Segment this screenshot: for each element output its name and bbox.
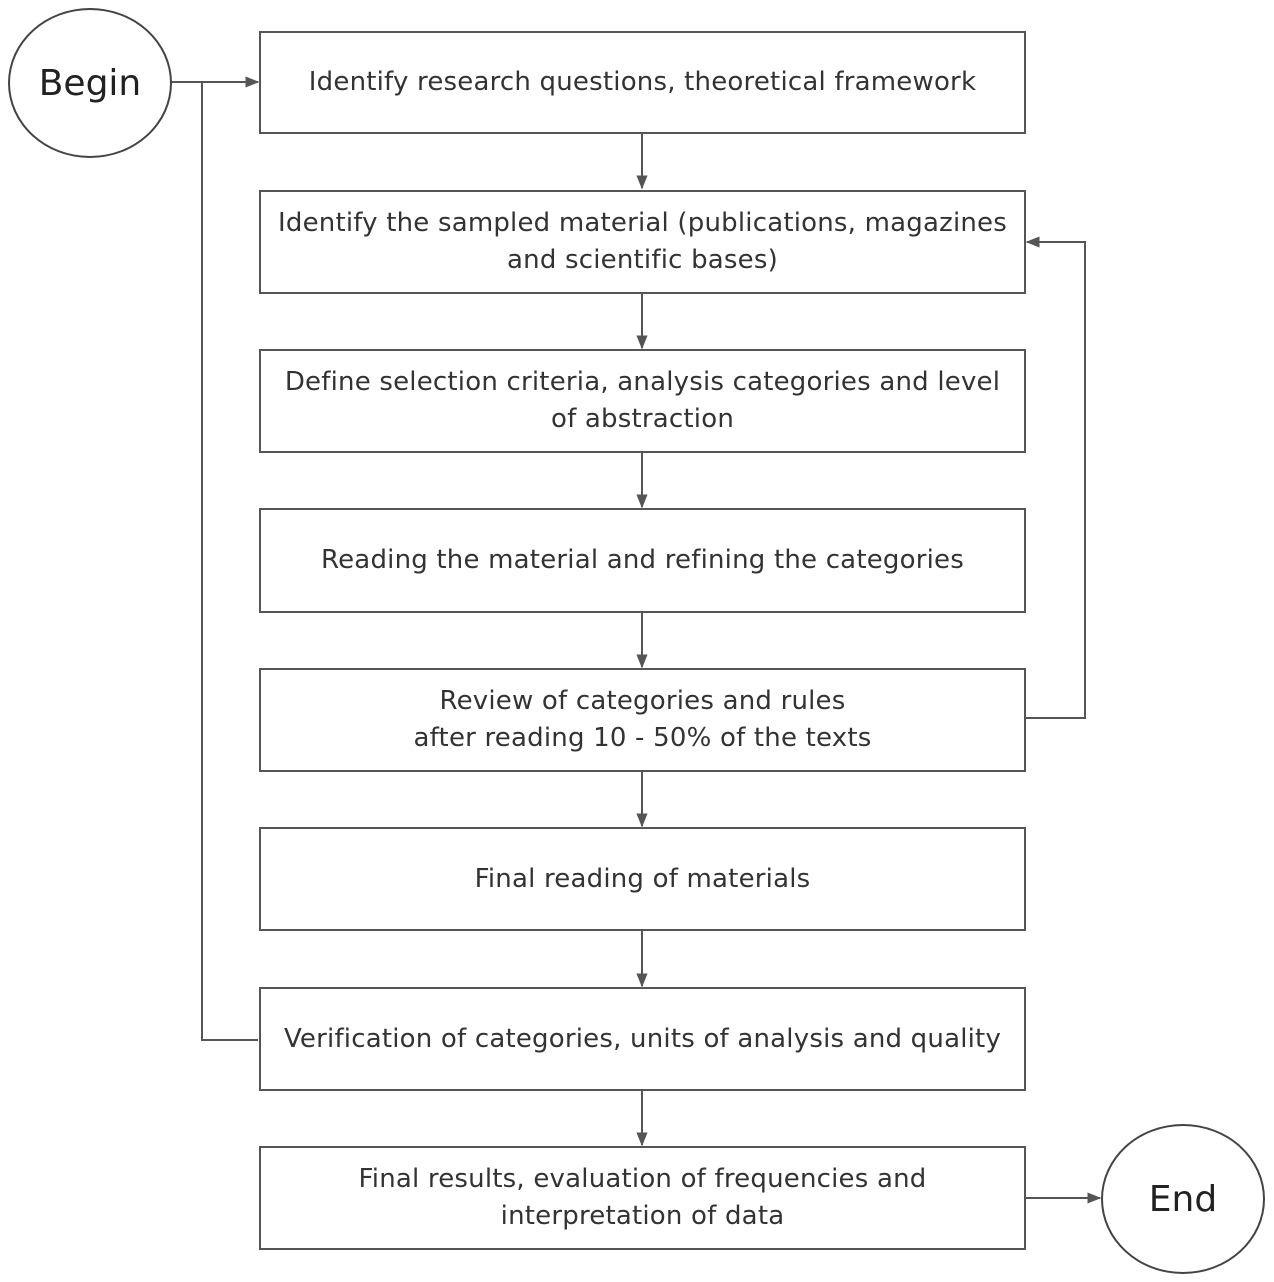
- step-2-box: Identify the sampled material (publicati…: [259, 190, 1026, 294]
- step-7-box: Verification of categories, units of ana…: [259, 987, 1026, 1091]
- step-7-label: Verification of categories, units of ana…: [283, 1023, 1002, 1054]
- feedback-arrow-step-5-to-step-2: [1025, 236, 1086, 719]
- step-1-box: Identify research questions, theoretical…: [259, 31, 1026, 134]
- begin-label: Begin: [38, 62, 142, 104]
- step-6-label: Final reading of materials: [474, 863, 811, 894]
- step-8-label: Final results, evaluation of frequencies…: [358, 1164, 927, 1231]
- step-3-box: Define selection criteria, analysis cate…: [259, 349, 1026, 453]
- begin-terminal: Begin: [8, 8, 172, 158]
- end-terminal: End: [1101, 1124, 1265, 1274]
- step-5-label: Review of categories and rules after rea…: [413, 686, 872, 753]
- step-4-box: Reading the material and refining the ca…: [259, 508, 1026, 613]
- step-6-box: Final reading of materials: [259, 827, 1026, 931]
- step-5-box: Review of categories and rules after rea…: [259, 668, 1026, 772]
- step-4-label: Reading the material and refining the ca…: [321, 545, 964, 575]
- step-3-label: Define selection criteria, analysis cate…: [284, 367, 1001, 434]
- step-8-box: Final results, evaluation of frequencies…: [259, 1146, 1026, 1250]
- end-label: End: [1148, 1178, 1218, 1220]
- step-2-label: Identify the sampled material (publicati…: [278, 208, 1007, 275]
- loop-line-step-7-to-start: [201, 82, 258, 1041]
- step-1-label: Identify research questions, theoretical…: [308, 67, 977, 97]
